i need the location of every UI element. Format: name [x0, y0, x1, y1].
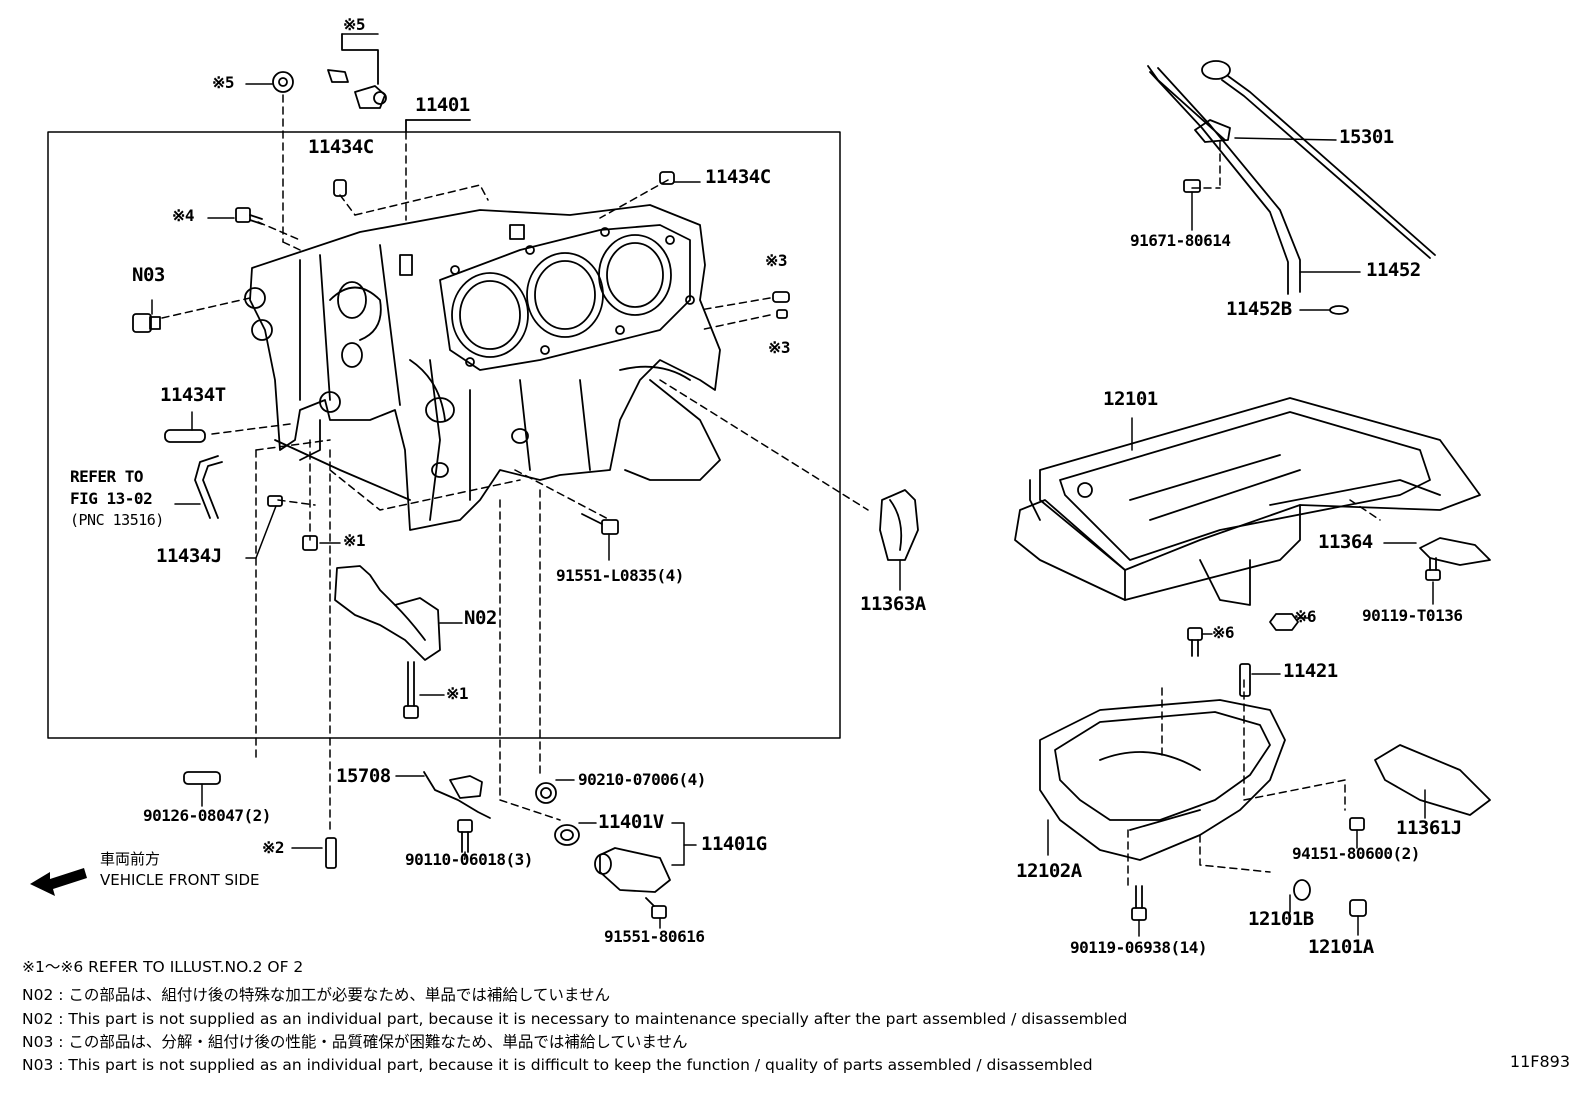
part-label[interactable]: N02 [464, 607, 497, 629]
plug-12101A [1349, 899, 1367, 917]
part-label[interactable]: 11401 [415, 94, 470, 116]
part-label[interactable]: 12101A [1308, 936, 1374, 958]
bolt-90110 [457, 819, 473, 853]
part-label[interactable]: 11421 [1283, 660, 1338, 682]
ref-label: ※6 [1212, 623, 1235, 642]
pin-11434J [267, 495, 283, 507]
pin-ref3-b [776, 309, 788, 319]
cover-11361J [1374, 744, 1491, 816]
ref-label: ※1 [343, 531, 366, 550]
stud-11421 [1239, 663, 1251, 697]
tube-13516 [194, 455, 223, 519]
refer-note: FIG 13-02 [70, 489, 153, 508]
block-assembly-frame [47, 131, 841, 739]
nut-ref6-b [1269, 613, 1299, 631]
part-label[interactable]: 11434J [156, 545, 222, 567]
pin-11434T [164, 429, 206, 443]
part-label[interactable]: 11452 [1366, 259, 1421, 281]
part-label[interactable]: 12101B [1248, 908, 1314, 930]
part-label[interactable]: 11434T [160, 384, 226, 406]
bearing-cap-n02 [334, 565, 441, 661]
bolt-ref6-a [1187, 627, 1203, 657]
bracket-ref5 [327, 33, 387, 109]
pin-ref1-a [302, 535, 318, 551]
part-label[interactable]: 90119-06938(14) [1070, 938, 1208, 957]
sensor-11401G [594, 847, 671, 893]
ref-label: ※3 [765, 251, 788, 270]
bolt-91671-80614 [1183, 179, 1201, 193]
part-label[interactable]: 15301 [1339, 126, 1394, 148]
dipstick-15301 [1147, 60, 1436, 259]
ref-label: ※3 [768, 338, 791, 357]
refer-note: (PNC 13516) [70, 511, 164, 529]
ref-label: ※5 [212, 73, 235, 92]
part-label[interactable]: 11434C [705, 166, 771, 188]
vehicle-front-arrow-icon [30, 868, 87, 896]
washer-90210 [535, 782, 557, 804]
washer-ref5 [272, 71, 294, 93]
illustration-code: 11F893 [1509, 1052, 1570, 1071]
bolt-90119-06938 [1131, 885, 1147, 921]
vehicle-front-jp: 車両前方 [100, 850, 161, 868]
part-label[interactable]: 90210-07006(4) [578, 770, 706, 789]
ref-label: ※6 [1294, 607, 1317, 626]
part-label[interactable]: 11401G [701, 833, 767, 855]
vehicle-front-en: VEHICLE FRONT SIDE [100, 871, 260, 889]
ref-label: ※5 [343, 15, 366, 34]
part-label[interactable]: 90110-06018(3) [405, 850, 533, 869]
bolt-91551-L0835 [581, 513, 619, 535]
bearing-11363A [879, 489, 919, 561]
part-label[interactable]: 11361J [1396, 817, 1462, 839]
part-label[interactable]: 15708 [336, 765, 391, 787]
plug-n03 [132, 313, 161, 333]
lower-oil-pan-12102A [1039, 699, 1286, 861]
pin-11434C-b [659, 171, 675, 185]
note-line: N02 : This part is not supplied as an in… [22, 1010, 1128, 1028]
oring-11452B [1329, 305, 1349, 315]
part-label[interactable]: N03 [132, 264, 165, 286]
note-line: N03 : この部品は、分解・組付け後の性能・品質確保が困難なため、単品では補給… [22, 1033, 688, 1051]
dipstick-guide-11452 [1149, 67, 1301, 295]
bolt-94151 [1349, 817, 1365, 831]
pipe-15708 [423, 771, 491, 819]
part-label[interactable]: 11452B [1226, 298, 1292, 320]
bolt-91551-80616 [645, 897, 667, 919]
part-label[interactable]: 90119-T0136 [1362, 606, 1463, 625]
note-line: ※1～※6 REFER TO ILLUST.NO.2 OF 2 [22, 958, 304, 976]
pin-ref3-a [772, 291, 790, 303]
stud-ref2 [325, 837, 337, 869]
part-label[interactable]: 11401V [598, 811, 664, 833]
part-label[interactable]: 94151-80600(2) [1292, 844, 1420, 863]
pin-11434C-a [333, 179, 347, 197]
part-label[interactable]: 11363A [860, 593, 926, 615]
part-label[interactable]: 11434C [308, 136, 374, 158]
part-label[interactable]: 12101 [1103, 388, 1158, 410]
cylinder-block-drawing [244, 204, 721, 531]
washer-12101B [1293, 879, 1311, 901]
bolt-ref4 [235, 207, 263, 225]
part-label[interactable]: 90126-08047(2) [143, 806, 271, 825]
oring-11401V [554, 824, 580, 846]
note-line: N03 : This part is not supplied as an in… [22, 1056, 1093, 1074]
note-line: N02 : この部品は、組付け後の特殊な加工が必要なため、単品では補給していませ… [22, 986, 610, 1004]
ref-label: ※4 [172, 206, 195, 225]
stud-90126 [183, 771, 221, 785]
part-label[interactable]: 91551-80616 [604, 927, 705, 946]
part-label[interactable]: 91671-80614 [1130, 231, 1231, 250]
part-label[interactable]: 12102A [1016, 860, 1082, 882]
bolt-ref1-b [403, 661, 419, 719]
bolt-90119-T0136 [1425, 557, 1441, 581]
refer-note: REFER TO [70, 467, 144, 486]
ref-label: ※2 [262, 838, 285, 857]
upper-oil-pan-12101 [1014, 397, 1481, 606]
ref-label: ※1 [446, 684, 469, 703]
part-label[interactable]: 11364 [1318, 531, 1373, 553]
part-label[interactable]: 91551-L0835(4) [556, 566, 684, 585]
